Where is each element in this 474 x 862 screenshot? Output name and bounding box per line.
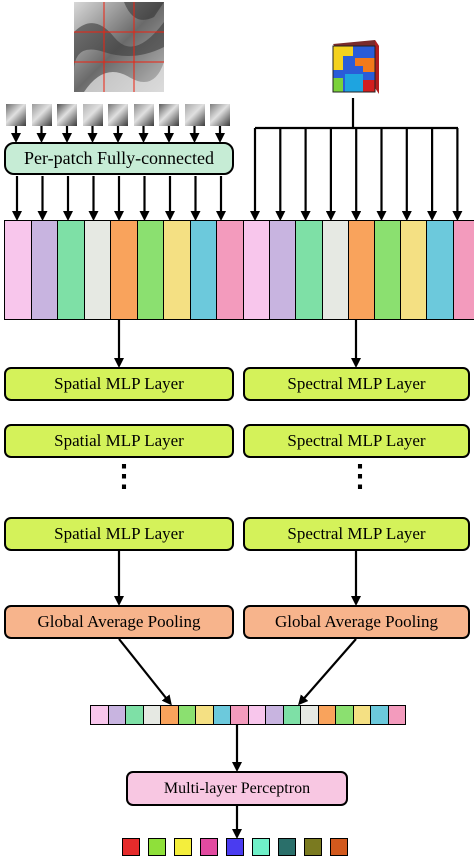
image-patch-8 bbox=[184, 104, 205, 126]
spatial-token-strip bbox=[4, 220, 244, 320]
spectral-mlp-layer-n-label: Spectral MLP Layer bbox=[287, 524, 426, 543]
image-patch-3 bbox=[57, 104, 77, 126]
spatial-token-1 bbox=[5, 221, 31, 319]
spectral-mlp-layer-2: Spectral MLP Layer bbox=[243, 424, 470, 458]
spatial-token-7 bbox=[163, 221, 190, 319]
feature-cell-10 bbox=[247, 706, 265, 724]
output-class-4 bbox=[200, 838, 218, 856]
spectral-token-9 bbox=[452, 221, 474, 319]
input-image-grayscale bbox=[74, 2, 164, 92]
feature-cell-15 bbox=[335, 706, 353, 724]
spectral-mlp-layer-1: Spectral MLP Layer bbox=[243, 367, 470, 401]
feature-cell-2 bbox=[107, 706, 125, 724]
feature-cell-11 bbox=[265, 706, 283, 724]
spatial-pooling-label: Global Average Pooling bbox=[37, 612, 201, 631]
spatial-mlp-layer-1: Spatial MLP Layer bbox=[4, 367, 234, 401]
per-patch-fc-box: Per-patch Fully-connected bbox=[4, 142, 234, 175]
feature-cell-5 bbox=[160, 706, 178, 724]
spectral-token-3 bbox=[295, 221, 322, 319]
spectral-token-8 bbox=[426, 221, 453, 319]
spectral-token-4 bbox=[321, 221, 348, 319]
feature-cell-6 bbox=[177, 706, 195, 724]
spatial-ellipsis: ⋮ bbox=[109, 460, 139, 493]
spectral-mlp-layer-1-label: Spectral MLP Layer bbox=[287, 374, 426, 393]
feature-cell-18 bbox=[387, 706, 405, 724]
output-class-2 bbox=[148, 838, 166, 856]
output-class-9 bbox=[330, 838, 348, 856]
output-class-5 bbox=[226, 838, 244, 856]
per-patch-fc-label: Per-patch Fully-connected bbox=[23, 148, 215, 168]
spatial-token-9 bbox=[216, 221, 243, 319]
output-class-1 bbox=[122, 838, 140, 856]
concatenated-feature-strip bbox=[90, 705, 406, 725]
spatial-mlp-layer-2-label: Spatial MLP Layer bbox=[54, 431, 184, 450]
output-class-7 bbox=[278, 838, 296, 856]
feature-cell-3 bbox=[125, 706, 143, 724]
spatial-token-6 bbox=[136, 221, 163, 319]
feature-cell-12 bbox=[282, 706, 300, 724]
image-patch-9 bbox=[210, 104, 230, 126]
arrow-35 bbox=[298, 638, 357, 706]
image-patch-4 bbox=[82, 104, 103, 126]
spatial-global-average-pooling: Global Average Pooling bbox=[4, 605, 234, 639]
hyperspectral-cube-icon bbox=[332, 40, 379, 94]
feature-cell-7 bbox=[195, 706, 213, 724]
spatial-token-5 bbox=[110, 221, 137, 319]
output-class-3 bbox=[174, 838, 192, 856]
spatial-token-2 bbox=[30, 221, 57, 319]
spectral-ellipsis: ⋮ bbox=[345, 460, 375, 493]
spectral-token-7 bbox=[400, 221, 427, 319]
spatial-mlp-layer-n-label: Spatial MLP Layer bbox=[54, 524, 184, 543]
spectral-mlp-layer-n: Spectral MLP Layer bbox=[243, 517, 470, 551]
spectral-token-6 bbox=[373, 221, 401, 319]
spectral-token-5 bbox=[347, 221, 374, 319]
spatial-token-8 bbox=[189, 221, 216, 319]
feature-cell-17 bbox=[370, 706, 388, 724]
spatial-mlp-layer-1-label: Spatial MLP Layer bbox=[54, 374, 184, 393]
feature-cell-14 bbox=[317, 706, 335, 724]
feature-cell-9 bbox=[230, 706, 248, 724]
feature-cell-8 bbox=[212, 706, 230, 724]
spatial-token-4 bbox=[83, 221, 110, 319]
output-class-6 bbox=[252, 838, 270, 856]
multi-layer-perceptron-box: Multi-layer Perceptron bbox=[126, 771, 348, 806]
spectral-token-1 bbox=[244, 221, 270, 319]
image-patch-2 bbox=[31, 104, 52, 126]
spatial-mlp-layer-2: Spatial MLP Layer bbox=[4, 424, 234, 458]
spectral-global-average-pooling: Global Average Pooling bbox=[243, 605, 470, 639]
image-patch-5 bbox=[108, 104, 128, 126]
image-patch-1 bbox=[6, 104, 26, 126]
spatial-token-3 bbox=[57, 221, 84, 319]
spectral-pooling-label: Global Average Pooling bbox=[274, 612, 439, 631]
feature-cell-13 bbox=[300, 706, 318, 724]
feature-cell-16 bbox=[352, 706, 370, 724]
image-patch-6 bbox=[133, 104, 154, 126]
feature-cell-4 bbox=[142, 706, 160, 724]
multi-layer-perceptron-label: Multi-layer Perceptron bbox=[163, 779, 311, 797]
spectral-token-strip bbox=[243, 220, 474, 320]
spectral-mlp-layer-2-label: Spectral MLP Layer bbox=[287, 431, 426, 450]
image-patch-7 bbox=[159, 104, 179, 126]
arrow-34 bbox=[118, 638, 172, 706]
feature-cell-1 bbox=[91, 706, 108, 724]
spectral-token-2 bbox=[269, 221, 296, 319]
spatial-mlp-layer-n: Spatial MLP Layer bbox=[4, 517, 234, 551]
output-class-8 bbox=[304, 838, 322, 856]
